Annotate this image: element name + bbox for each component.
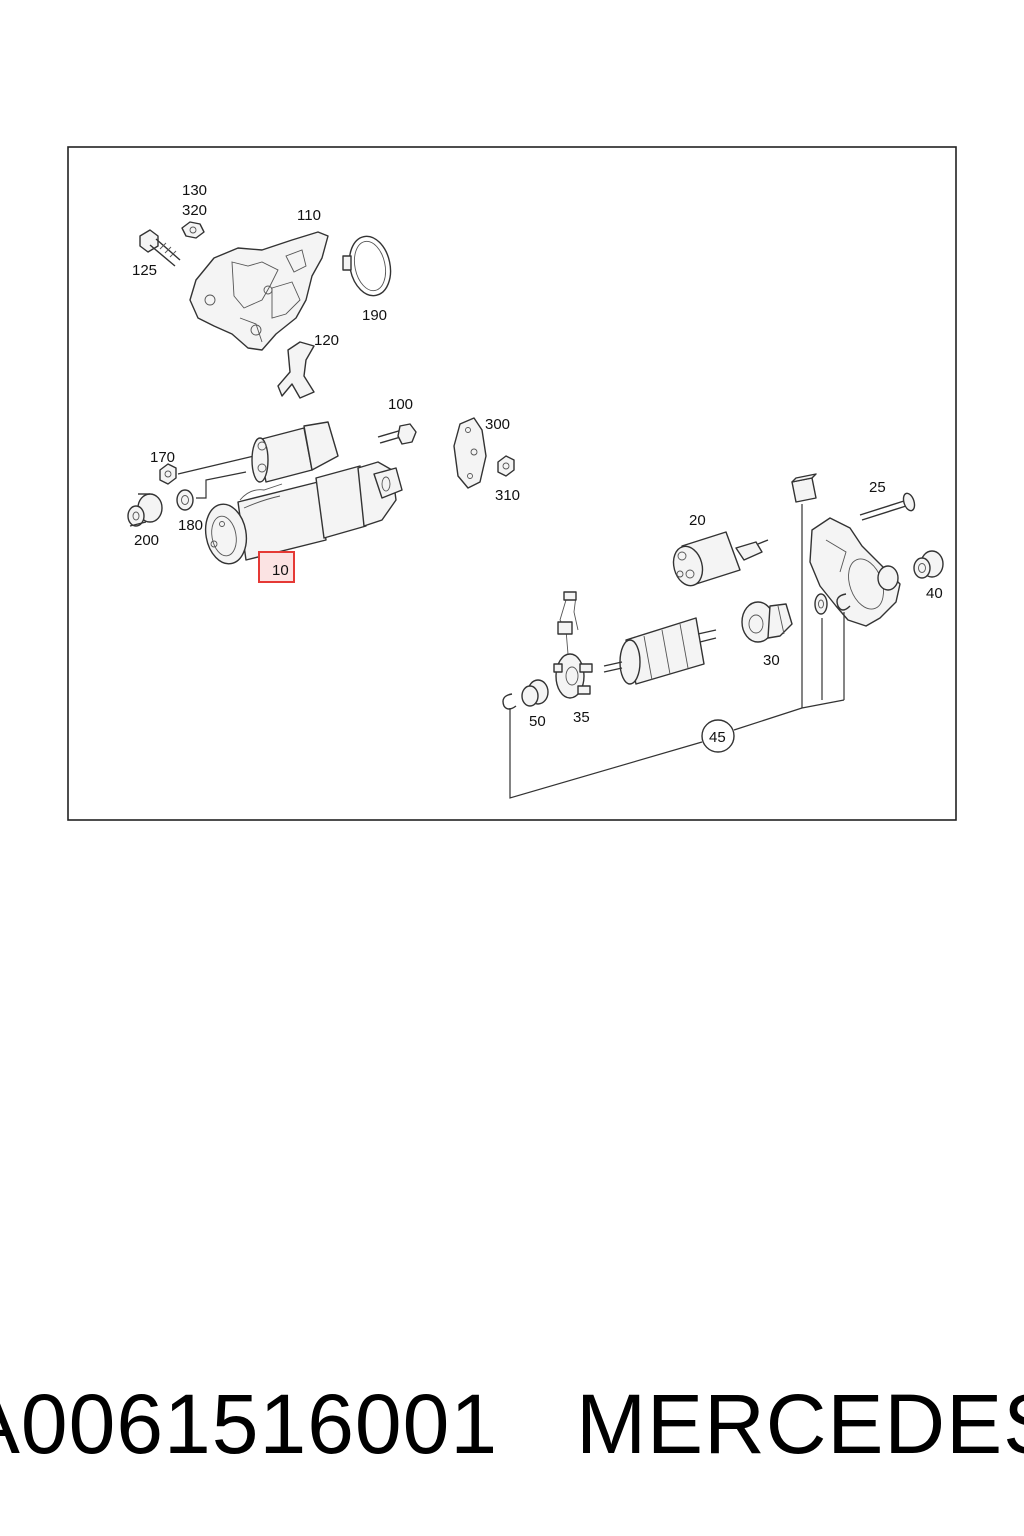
solenoid-20 [672,531,769,587]
label-200[interactable]: 200 [134,532,159,549]
label-110[interactable]: 110 [297,207,321,224]
brush-plate-35 [553,591,593,699]
ring-190 [342,235,392,297]
highlight-box-10[interactable] [258,551,295,583]
armature [603,617,717,685]
label-30[interactable]: 30 [763,652,780,669]
brush-block [791,473,817,503]
diagram-frame [67,146,957,821]
clip-120 [277,341,315,399]
label-40[interactable]: 40 [926,585,943,602]
circlip-45b [836,593,851,611]
label-10[interactable]: 10 [272,562,289,579]
label-100[interactable]: 100 [388,396,413,413]
bushing-40 [913,550,944,579]
label-50[interactable]: 50 [529,713,546,730]
drive-end-housing [809,517,901,627]
label-170[interactable]: 170 [150,449,175,466]
part-number: A0061516001 [0,1376,499,1471]
washer-45a [814,593,828,615]
brand-name: MERCEDES [576,1376,1024,1471]
starter-motor-10 [204,421,403,565]
washer-180 [176,471,247,511]
bolt-25 [859,492,916,521]
label-35[interactable]: 35 [573,709,590,726]
bolt-125 [139,229,181,267]
label-25[interactable]: 25 [869,479,886,496]
sleeve-200 [127,493,163,527]
bolt-100 [377,423,417,445]
kit-45-leaders [509,504,845,799]
nut-170 [159,455,255,485]
label-20[interactable]: 20 [689,512,706,529]
bracket-110 [189,231,329,351]
label-130[interactable]: 130 [182,182,207,199]
label-120[interactable]: 120 [314,332,339,349]
sleeve-50 [521,679,549,707]
gasket-300 [453,417,487,489]
circlip-45c [502,693,517,710]
label-310[interactable]: 310 [495,487,520,504]
kit-45-callout[interactable] [701,719,735,753]
nut-130-320 [181,221,205,239]
caption: A0061516001 MERCEDES [0,1364,1024,1484]
nut-310 [497,455,515,477]
label-300[interactable]: 300 [485,416,510,433]
label-180[interactable]: 180 [178,517,203,534]
label-45[interactable]: 45 [709,729,726,746]
pinion-30 [741,601,793,643]
label-125[interactable]: 125 [132,262,157,279]
label-190[interactable]: 190 [362,307,387,324]
label-320[interactable]: 320 [182,202,207,219]
